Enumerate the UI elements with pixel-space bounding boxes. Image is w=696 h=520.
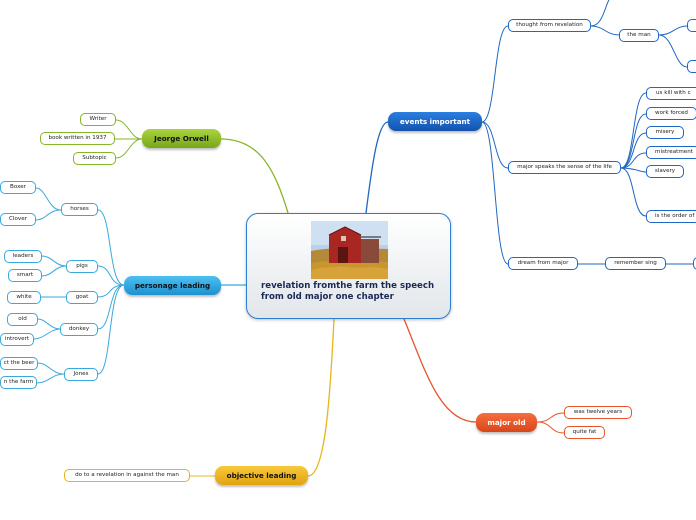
subtopic-major-speaks[interactable]: major speaks the sense of the life <box>508 161 621 174</box>
subtopic-quite-fat[interactable]: quite fat <box>564 426 605 439</box>
subtopic-man-child-2[interactable] <box>687 60 696 73</box>
subtopic-horses[interactable]: horses <box>61 203 98 216</box>
subtopic-mistreatment[interactable]: mistreatment <box>646 146 696 159</box>
topic-events-important[interactable]: events important <box>388 112 482 131</box>
subtopic-smart[interactable]: smart <box>8 269 42 282</box>
subtopic-misery[interactable]: misery <box>646 126 684 139</box>
subtopic-dream-from-major[interactable]: dream from major <box>508 257 578 270</box>
subtopic-slavery[interactable]: slavery <box>646 165 684 178</box>
subtopic-boxer[interactable]: Boxer <box>0 181 36 194</box>
topic-major-old[interactable]: major old <box>476 413 537 432</box>
subtopic-twelve-years[interactable]: was twelve years <box>564 406 632 419</box>
topic-personage-leading[interactable]: personage leading <box>124 276 221 295</box>
subtopic-introvert[interactable]: introvert <box>0 333 34 346</box>
subtopic-us-kill[interactable]: us kill with c <box>646 87 696 100</box>
subtopic-beer[interactable]: ct the beer <box>0 357 38 370</box>
subtopic-farm[interactable]: n the farm <box>0 376 37 389</box>
subtopic-the-man[interactable]: the man <box>619 29 659 42</box>
subtopic-goat[interactable]: goat <box>66 291 98 304</box>
subtopic-book-written[interactable]: book written in 1937 <box>40 132 115 145</box>
subtopic-leaders[interactable]: leaders <box>4 250 42 263</box>
barn-photo <box>311 221 388 279</box>
subtopic-clover[interactable]: Clover <box>0 213 36 226</box>
subtopic-donkey[interactable]: donkey <box>60 323 98 336</box>
central-topic[interactable]: revelation fromthe farm the speech from … <box>246 213 451 319</box>
subtopic-man-child-1[interactable] <box>687 19 696 32</box>
subtopic-thought-from-revelation[interactable]: thought from revelation <box>508 19 591 32</box>
subtopic-writer[interactable]: Writer <box>80 113 116 126</box>
central-title: revelation fromthe farm the speech from … <box>261 281 435 302</box>
subtopic-revelation-against-man[interactable]: do to a revelation in against the man <box>64 469 190 482</box>
subtopic-old[interactable]: old <box>7 313 38 326</box>
topic-jeorge-orwell[interactable]: Jeorge Orwell <box>142 129 221 148</box>
subtopic-white[interactable]: white <box>7 291 41 304</box>
subtopic-order-of[interactable]: is the order of <box>646 210 696 223</box>
topic-objective-leading[interactable]: objective leading <box>215 466 308 485</box>
subtopic-jones[interactable]: Jones <box>64 368 98 381</box>
subtopic-subtopic[interactable]: Subtopic <box>73 152 116 165</box>
subtopic-remember-sing[interactable]: remember sing <box>605 257 666 270</box>
subtopic-pigs[interactable]: pigs <box>66 260 98 273</box>
subtopic-work-forced[interactable]: work forced <box>646 107 696 120</box>
